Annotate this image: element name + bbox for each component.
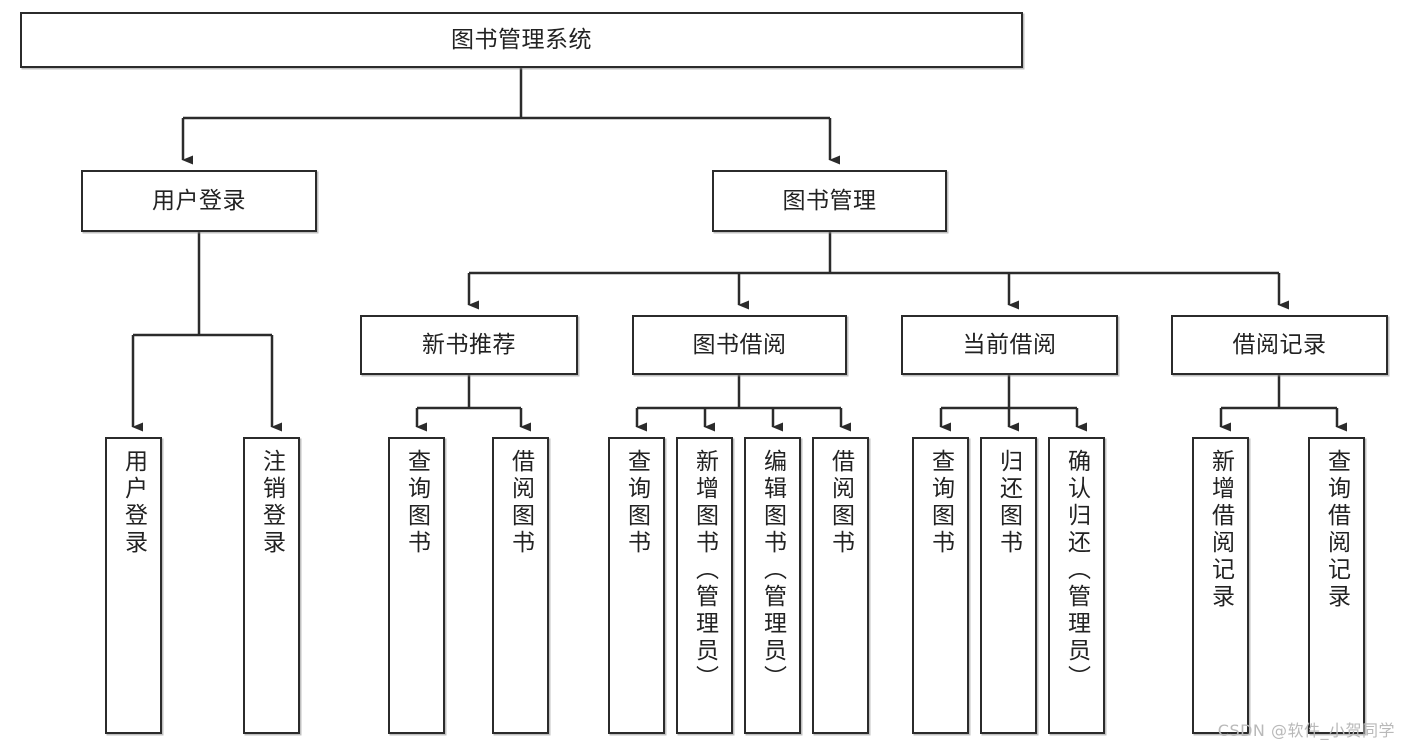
node-new-book-recommend[interactable]: 新书推荐 — [360, 315, 578, 375]
node-leaf-confirm-return-label: 确认归还（管理员） — [1063, 449, 1090, 692]
node-leaf-edit-book-label: 编辑图书（管理员） — [759, 449, 786, 692]
node-leaf-logout-login[interactable]: 注销登录 — [243, 437, 300, 734]
node-new-book-recommend-label: 新书推荐 — [422, 331, 516, 358]
node-leaf-user-login[interactable]: 用户登录 — [105, 437, 162, 734]
node-leaf-borrow-book-2-label: 借阅图书 — [827, 449, 854, 557]
node-user-login-label: 用户登录 — [152, 187, 246, 214]
node-leaf-borrow-book-2[interactable]: 借阅图书 — [812, 437, 869, 734]
node-leaf-edit-book[interactable]: 编辑图书（管理员） — [744, 437, 801, 734]
node-leaf-borrow-book-1[interactable]: 借阅图书 — [492, 437, 549, 734]
node-book-management-label: 图书管理 — [782, 187, 877, 214]
node-leaf-query-record-label: 查询借阅记录 — [1323, 449, 1350, 611]
node-leaf-query-book-2[interactable]: 查询图书 — [608, 437, 665, 734]
node-book-borrow-label: 图书借阅 — [692, 331, 787, 358]
node-leaf-add-book-label: 新增图书（管理员） — [691, 449, 718, 692]
csdn-watermark: CSDN @软件_小贺同学 — [1217, 721, 1395, 740]
node-leaf-add-book[interactable]: 新增图书（管理员） — [676, 437, 733, 734]
node-borrow-record-label: 借阅记录 — [1232, 331, 1327, 358]
node-leaf-query-book-1[interactable]: 查询图书 — [388, 437, 445, 734]
node-leaf-query-book-2-label: 查询图书 — [623, 449, 650, 557]
node-leaf-return-book[interactable]: 归还图书 — [980, 437, 1037, 734]
node-user-login[interactable]: 用户登录 — [81, 170, 317, 232]
node-leaf-return-book-label: 归还图书 — [995, 449, 1022, 557]
node-root[interactable]: 图书管理系统 — [20, 12, 1023, 68]
node-borrow-record[interactable]: 借阅记录 — [1171, 315, 1388, 375]
node-book-management[interactable]: 图书管理 — [712, 170, 947, 232]
node-book-borrow[interactable]: 图书借阅 — [632, 315, 847, 375]
node-leaf-query-book-1-label: 查询图书 — [403, 449, 430, 557]
node-current-borrow-label: 当前借阅 — [962, 331, 1057, 358]
node-leaf-query-book-3[interactable]: 查询图书 — [912, 437, 969, 734]
node-leaf-borrow-book-1-label: 借阅图书 — [507, 449, 534, 557]
node-leaf-user-login-label: 用户登录 — [120, 449, 147, 557]
node-root-label: 图书管理系统 — [451, 26, 592, 53]
node-current-borrow[interactable]: 当前借阅 — [901, 315, 1118, 375]
node-leaf-query-record[interactable]: 查询借阅记录 — [1308, 437, 1365, 734]
node-leaf-logout-login-label: 注销登录 — [258, 449, 285, 557]
node-leaf-confirm-return[interactable]: 确认归还（管理员） — [1048, 437, 1105, 734]
node-leaf-query-book-3-label: 查询图书 — [927, 449, 954, 557]
node-leaf-add-record[interactable]: 新增借阅记录 — [1192, 437, 1249, 734]
node-leaf-add-record-label: 新增借阅记录 — [1207, 449, 1234, 611]
